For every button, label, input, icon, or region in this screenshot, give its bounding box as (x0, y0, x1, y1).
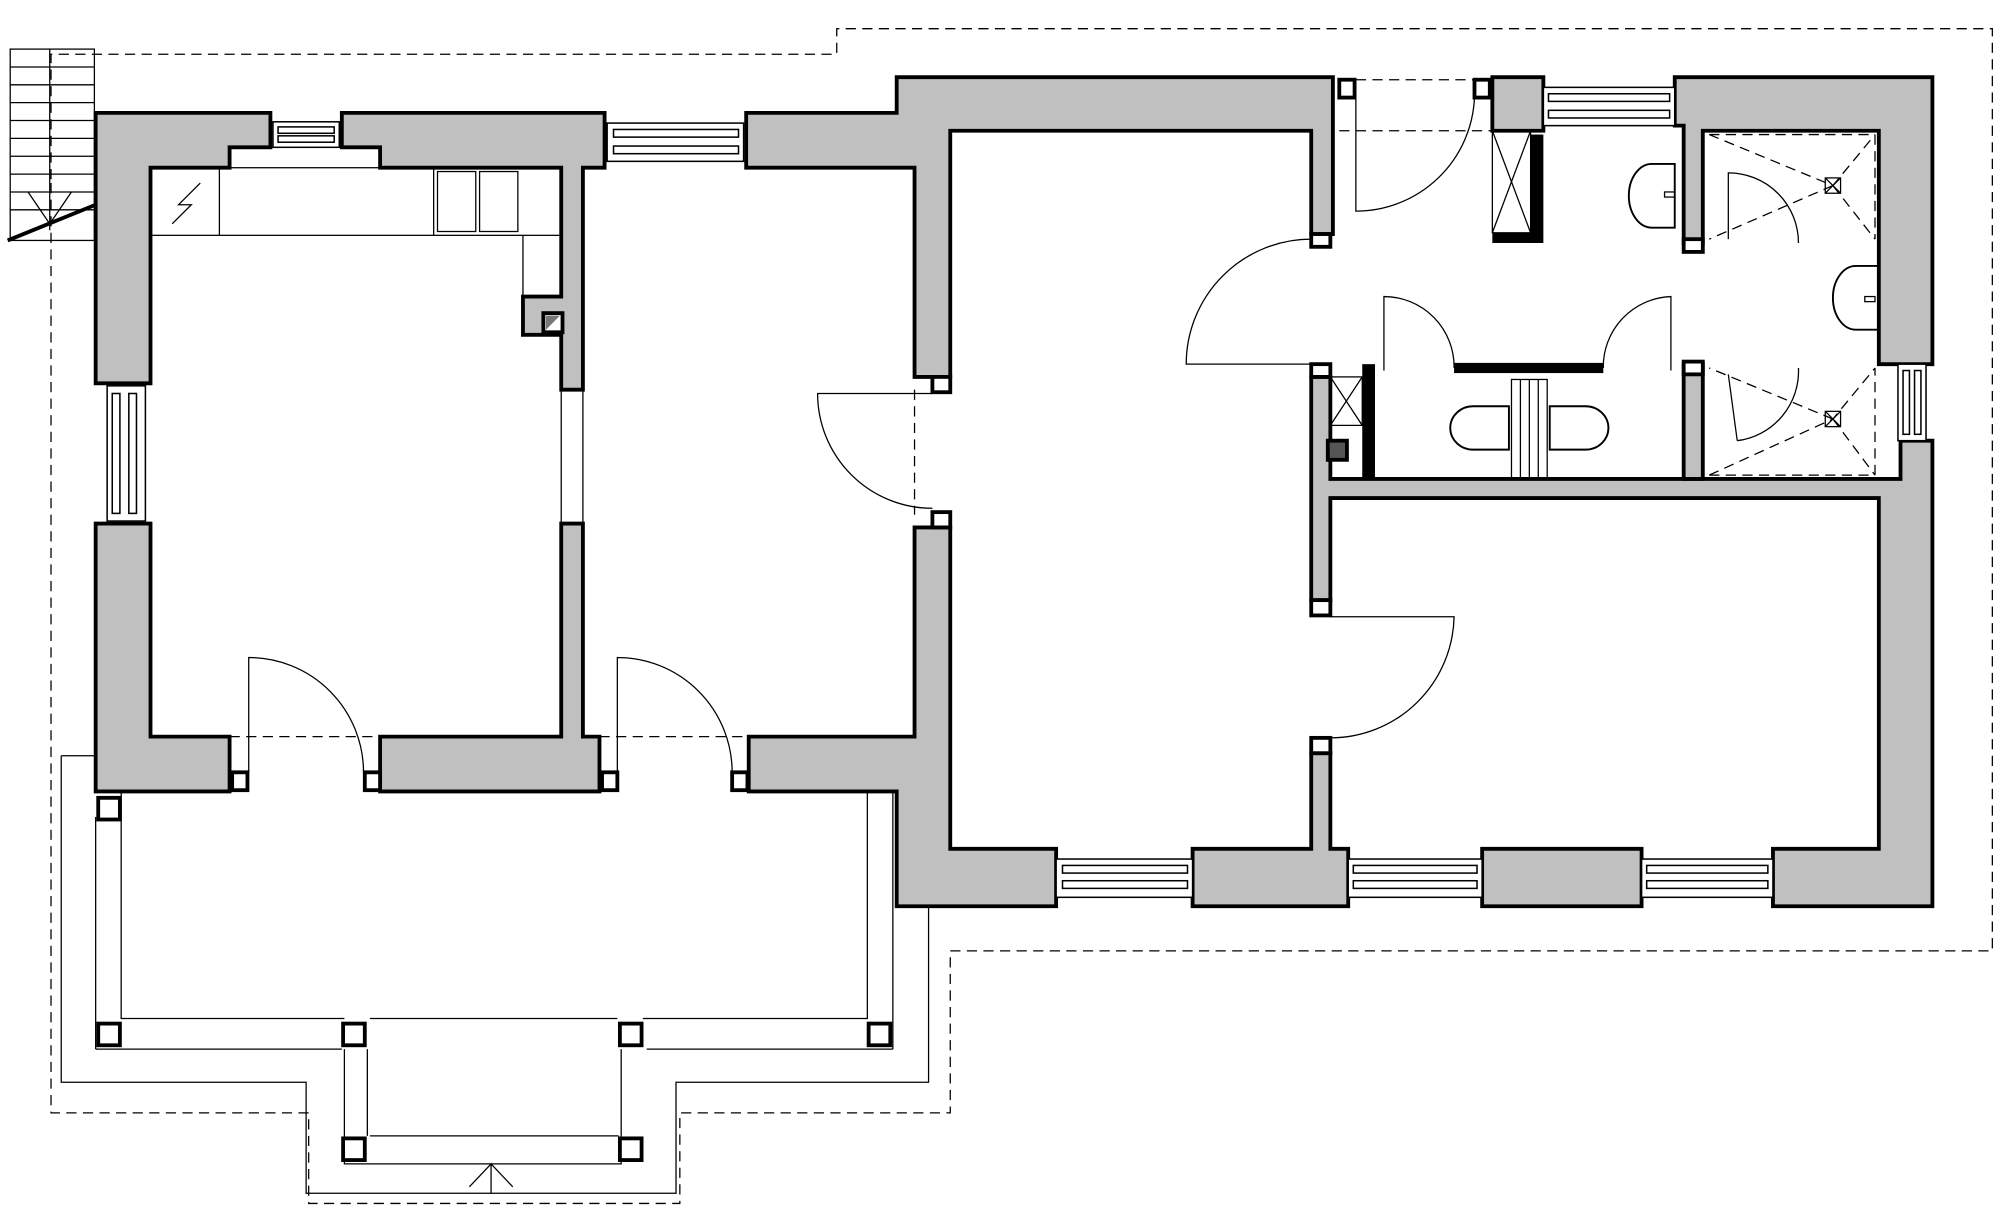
sink-icon (436, 170, 519, 233)
door-wc-left (1383, 295, 1455, 371)
bathroom-fixtures (1329, 130, 1880, 480)
window (106, 385, 147, 522)
door-wc-right (1602, 295, 1672, 371)
doors (248, 97, 1800, 773)
door-bedroom (1330, 616, 1455, 739)
windows (106, 86, 1927, 899)
roof-outline (50, 28, 1993, 1205)
washbasin-icon (1831, 264, 1880, 331)
door-room (616, 656, 733, 773)
kitchen-counter (149, 167, 562, 297)
porch (60, 755, 930, 1194)
window (1055, 858, 1194, 899)
stair-icon (6, 48, 97, 243)
door-kitchen (248, 656, 365, 773)
door-corridor (1185, 238, 1312, 365)
chimney-icon (1325, 438, 1349, 462)
washbasin-icon (1627, 162, 1676, 229)
chimney-icon (541, 311, 565, 335)
window (1542, 86, 1676, 127)
door-bath-top (1727, 172, 1800, 243)
shower-icon (1708, 133, 1876, 240)
toilet-icon (1548, 405, 1610, 451)
thresholds (229, 79, 1493, 738)
window (272, 121, 341, 149)
toilet-icon (1449, 405, 1510, 451)
door-jambs (230, 77, 1705, 793)
entrance-arrow-icon (468, 1162, 514, 1194)
window (606, 122, 745, 163)
electric-panel-icon (171, 182, 201, 225)
door-bath-bottom (1727, 367, 1800, 442)
shower-icon (1708, 367, 1876, 476)
window (1897, 363, 1927, 442)
door-hall (816, 392, 933, 509)
window (1640, 858, 1774, 899)
door-entrance (1355, 97, 1476, 212)
window (1347, 858, 1483, 899)
